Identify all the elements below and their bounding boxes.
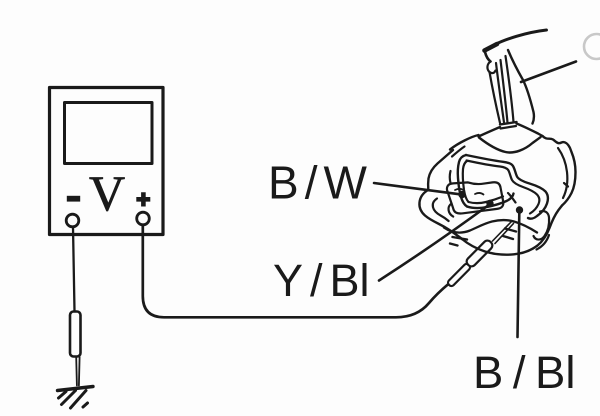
svg-text:B/Bl: B/Bl (473, 347, 575, 398)
svg-text:B/W: B/W (268, 157, 367, 209)
svg-text:Y/Bl: Y/Bl (273, 255, 370, 306)
svg-text:V: V (89, 165, 125, 221)
